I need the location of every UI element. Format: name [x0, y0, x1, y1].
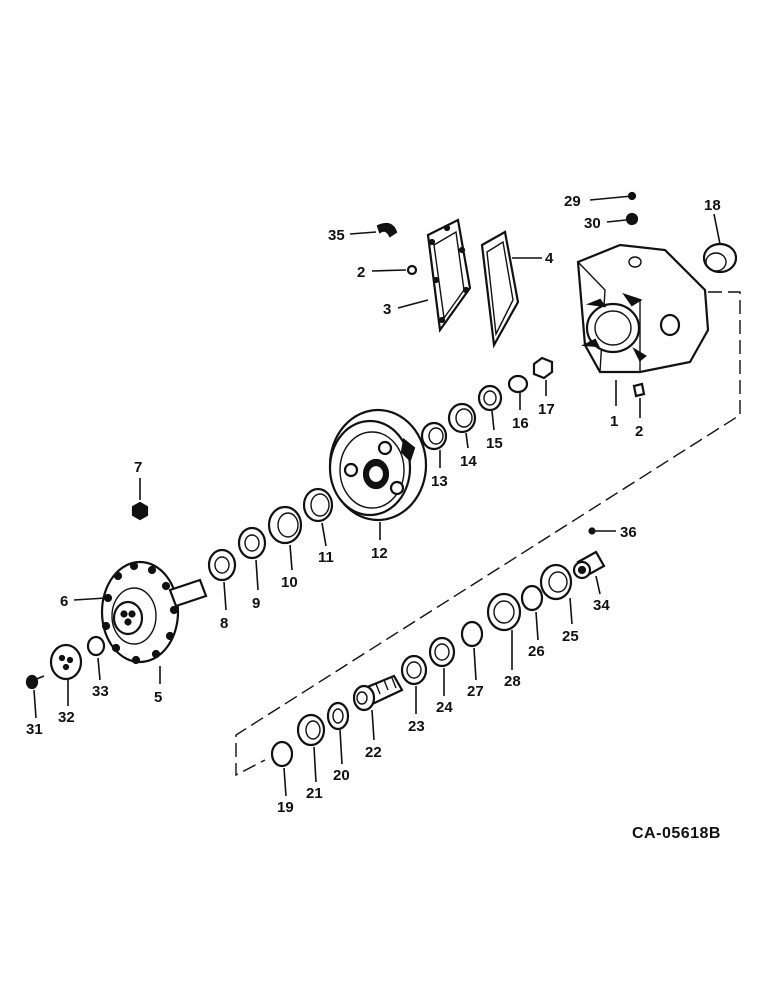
callout-19: 19: [277, 799, 294, 816]
callout-4: 4: [545, 250, 554, 267]
part-20-bearing: [326, 701, 350, 731]
part-2-ring: [406, 264, 418, 276]
part-26-ring: [520, 584, 544, 612]
callout-3: 3: [383, 301, 391, 318]
part-18-cap: [702, 242, 738, 274]
callout-35: 35: [328, 227, 345, 244]
callout-17: 17: [538, 401, 555, 418]
leader-34: [595, 575, 601, 595]
callout-29: 29: [564, 193, 581, 210]
part-4-gasket: [480, 230, 520, 349]
callout-10: 10: [281, 574, 298, 591]
part-8-washer: [207, 548, 237, 582]
part-10-ring: [267, 505, 303, 545]
leader-30: [606, 219, 627, 223]
callout-33: 33: [92, 683, 109, 700]
part-3-cover: [426, 218, 472, 333]
part-12-drum: [328, 408, 428, 522]
leader-9: [255, 559, 259, 591]
part-34-fitting: [572, 550, 606, 580]
part-35-elbow: [376, 222, 398, 238]
callout-27: 27: [467, 683, 484, 700]
assembly-guide-line: [235, 291, 741, 777]
part-30-ball: [625, 212, 639, 226]
leader-35: [349, 231, 377, 235]
callout-16: 16: [512, 415, 529, 432]
part-21-cup: [296, 713, 326, 747]
part-13-ring: [420, 421, 448, 451]
part-29-pin: [589, 195, 633, 201]
callout-30: 30: [584, 215, 601, 232]
part-16-washer: [507, 374, 529, 394]
callout-34: 34: [593, 597, 610, 614]
callout-7: 7: [134, 459, 142, 476]
part-housing: [576, 243, 710, 374]
part-7-nut: [131, 501, 149, 521]
callout-5: 5: [154, 689, 162, 706]
callout-32: 32: [58, 709, 75, 726]
leader-21: [313, 746, 317, 783]
leader-2a: [371, 269, 407, 272]
part-33-washer: [86, 635, 106, 657]
part-29-head: [627, 191, 637, 201]
callout-28: 28: [504, 673, 521, 690]
callout-23: 23: [408, 718, 425, 735]
callout-9: 9: [252, 595, 260, 612]
callout-25: 25: [562, 628, 579, 645]
part-36-pin: [588, 527, 596, 535]
part-19-plug: [270, 740, 294, 768]
part-27-snap-ring: [460, 620, 484, 648]
callout-31: 31: [26, 721, 43, 738]
part-9-ring: [237, 526, 267, 560]
part-5-hub: [100, 560, 208, 665]
leader-14: [465, 432, 469, 449]
leader-33: [97, 657, 101, 681]
callout-14: 14: [460, 453, 477, 470]
callout-11: 11: [318, 549, 334, 566]
callout-13: 13: [431, 473, 448, 490]
part-28-plate: [486, 592, 522, 632]
part-15-bearing: [477, 384, 503, 412]
leader-27: [473, 647, 477, 681]
part-23-bearing: [400, 654, 428, 686]
callout-8: 8: [220, 615, 228, 632]
leader-26: [535, 611, 539, 641]
part-17-nut: [532, 356, 554, 380]
leader-20: [339, 729, 343, 765]
part-24-bearing: [428, 636, 456, 668]
leader-19: [283, 767, 287, 797]
callout-15: 15: [486, 435, 503, 452]
leader-8: [223, 581, 227, 611]
callout-36: 36: [620, 524, 637, 541]
callout-1: 1: [610, 413, 618, 430]
part-14-ring: [447, 402, 477, 434]
part-22-pinion: [352, 674, 404, 712]
part-25-seal: [539, 563, 573, 601]
callout-24: 24: [436, 699, 453, 716]
part-2-plug: [632, 382, 646, 398]
leader-6: [73, 597, 107, 601]
part-11-ring: [302, 487, 334, 523]
leader-3: [397, 299, 429, 309]
leader-25: [569, 597, 573, 625]
callout-2b: 2: [635, 423, 643, 440]
callout-2a: 2: [357, 264, 365, 281]
reference-code: CA-05618B: [632, 825, 721, 842]
leader-31: [33, 689, 37, 719]
leader-22: [371, 709, 375, 741]
leader-15: [491, 410, 495, 431]
leader-10: [289, 544, 293, 571]
callout-12: 12: [371, 545, 388, 562]
callout-21: 21: [306, 785, 323, 802]
callout-26: 26: [528, 643, 545, 660]
leader-18: [713, 213, 721, 245]
part-31-screw: [25, 674, 45, 690]
part-32-cap: [49, 643, 83, 681]
callout-20: 20: [333, 767, 350, 784]
callout-6: 6: [60, 593, 68, 610]
callout-18: 18: [704, 197, 721, 214]
callout-22: 22: [365, 744, 382, 761]
leader-11: [321, 522, 327, 547]
